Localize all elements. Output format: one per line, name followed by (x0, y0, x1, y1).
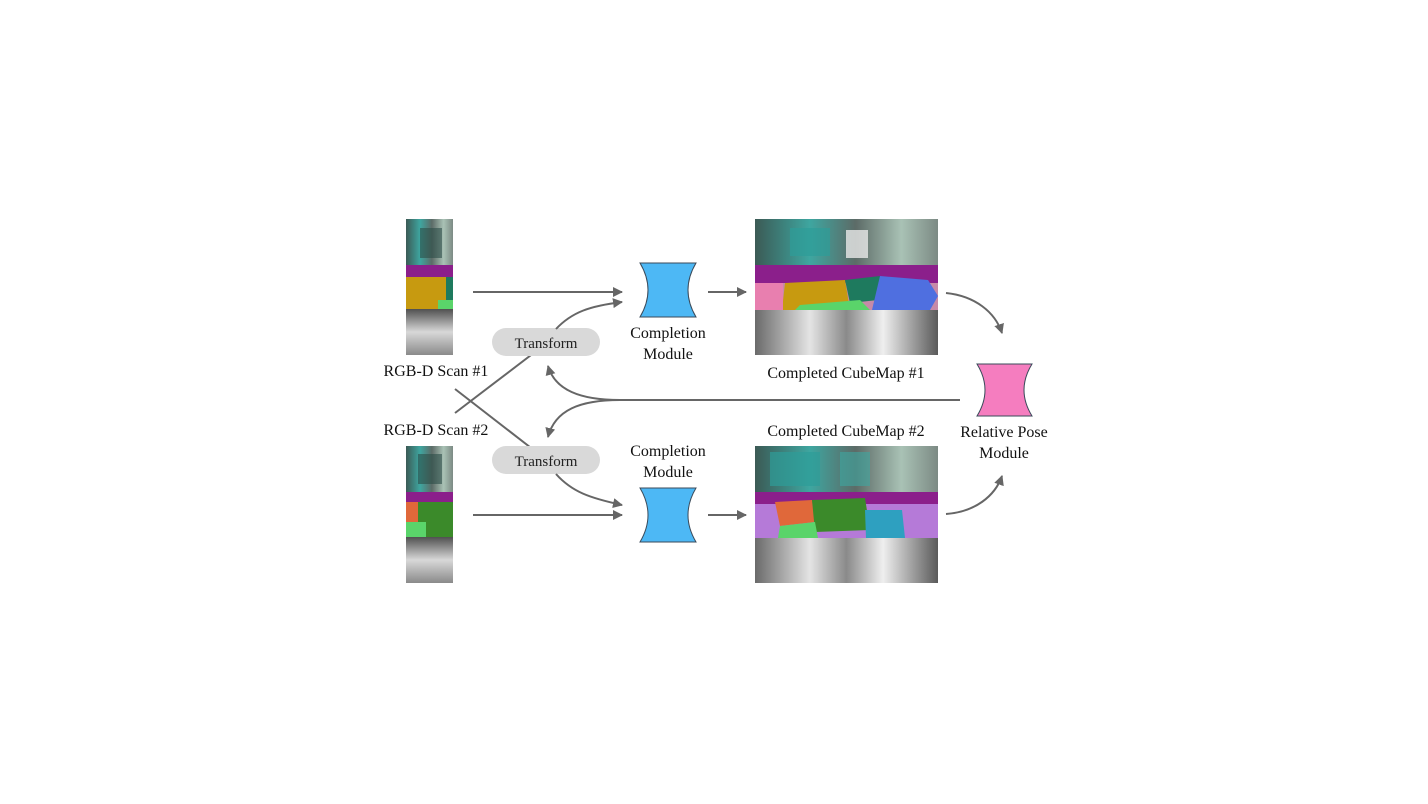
transform-2-label: Transform (515, 454, 578, 470)
completion-module-1-label-line2: Module (643, 346, 693, 363)
transform-box-2: Transform (492, 446, 600, 474)
completion-module-1-label-line1: Completion (630, 325, 706, 342)
cubemap-image-2 (755, 446, 938, 583)
completion-module-1-shape (639, 262, 697, 318)
transform-box-1: Transform (492, 328, 600, 356)
completion-module-2-shape (639, 487, 697, 543)
cubemap-image-1 (755, 219, 938, 355)
arrow-transform2-to-completion2 (555, 473, 623, 508)
arrow-pose-to-transform2 (545, 399, 621, 438)
arrow-transform1-to-completion1 (555, 298, 623, 330)
completion-module-2-label-line1: Completion (630, 443, 706, 460)
scan-image-2 (406, 446, 453, 583)
cubemap-1-label: Completed CubeMap #1 (767, 365, 924, 382)
scan-2-label: RGB-D Scan #2 (384, 422, 489, 439)
relative-pose-module-shape (976, 363, 1033, 417)
cubemap-2-label: Completed CubeMap #2 (767, 423, 924, 440)
scan-image-1 (406, 219, 453, 355)
arrow-cubemap1-to-pose (945, 292, 1004, 334)
cross-edge-scan1-transform2 (454, 388, 536, 452)
pose-module-label-line2: Module (979, 445, 1029, 462)
scan-1-label: RGB-D Scan #1 (384, 363, 489, 380)
arrow-pose-to-transform1 (545, 365, 621, 401)
transform-1-label: Transform (515, 336, 578, 352)
cross-edge-scan2-transform1 (454, 351, 536, 414)
pose-module-label-line1: Relative Pose (960, 424, 1048, 441)
completion-module-2-label-line2: Module (643, 464, 693, 481)
arrow-cubemap2-to-pose (945, 475, 1004, 515)
